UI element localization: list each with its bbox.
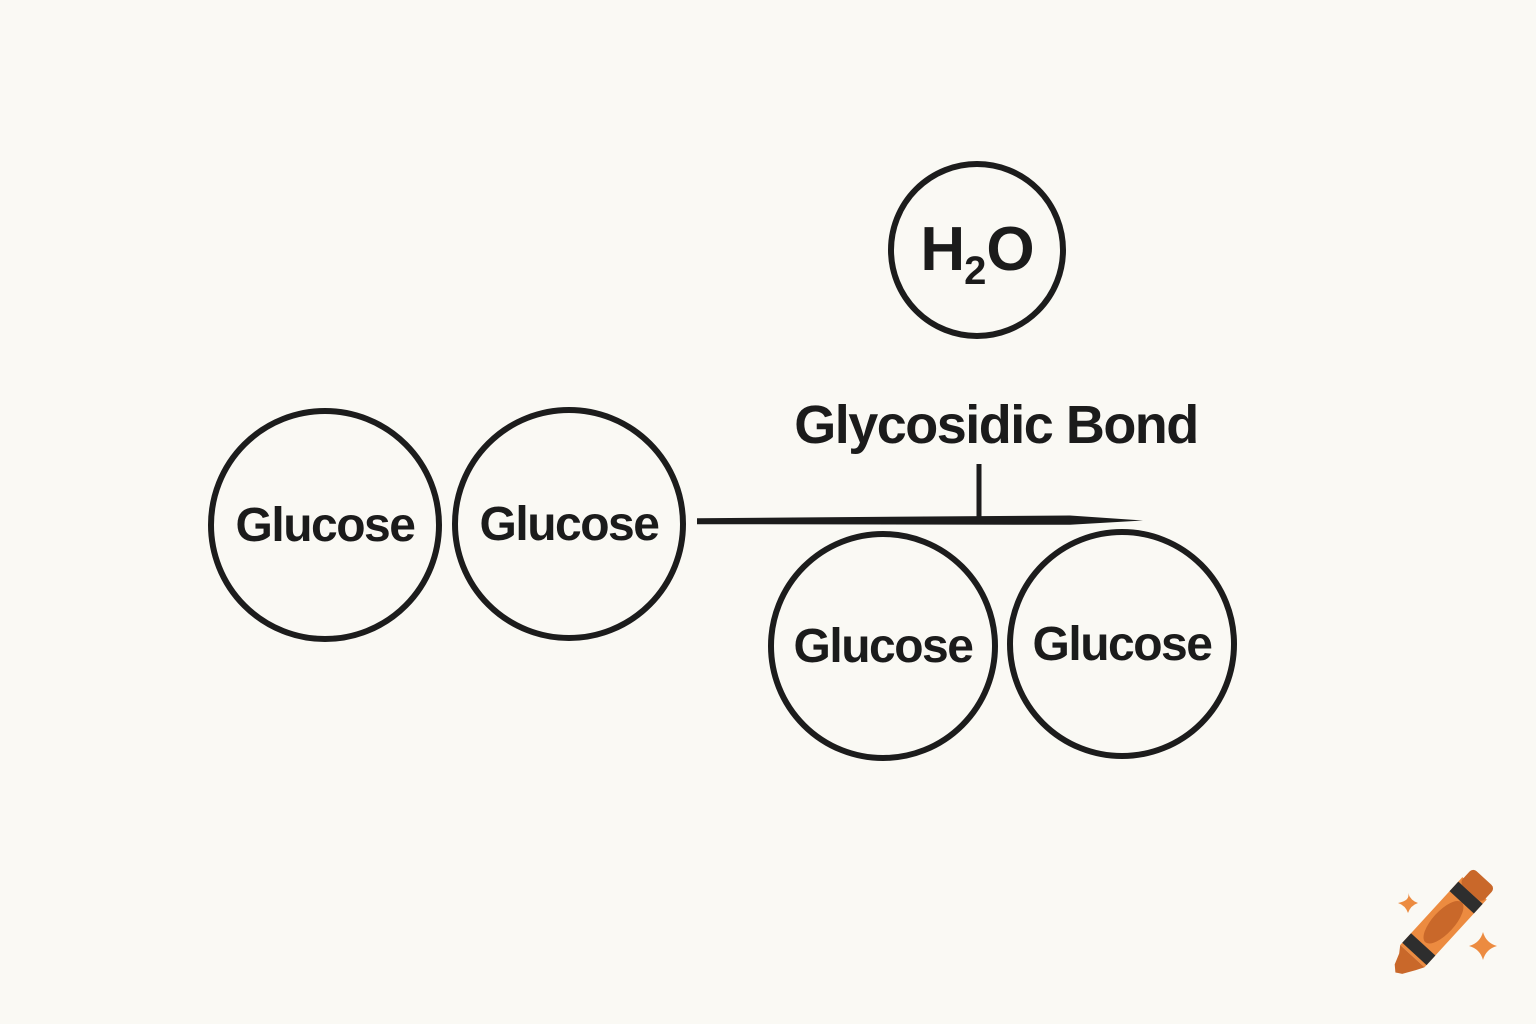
water-subscript: 2 [964, 249, 987, 293]
glucose-label: Glucose [793, 619, 974, 673]
sparkle-icon [1469, 932, 1497, 960]
glucose-label: Glucose [1032, 617, 1213, 671]
water-h: H [920, 215, 965, 284]
bond-line [697, 515, 1143, 525]
water-circle: H2O [888, 161, 1066, 339]
product-glucose-circle-2: Glucose [1007, 529, 1237, 759]
product-glucose-circle-1: Glucose [768, 531, 998, 761]
reactant-glucose-circle-1: Glucose [208, 408, 442, 642]
bond-leader-line [976, 464, 982, 522]
craiyon-watermark [1394, 869, 1497, 974]
glucose-label: Glucose [235, 498, 416, 552]
reactant-glucose-circle-2: Glucose [452, 407, 686, 641]
water-formula-label: H2O [920, 219, 1034, 292]
sparkle-icon [1398, 893, 1418, 913]
crayon-icon [1394, 869, 1493, 974]
bond-label: Glycosidic Bond [794, 395, 1199, 455]
glucose-label: Glucose [479, 497, 660, 551]
water-o: O [986, 215, 1034, 284]
